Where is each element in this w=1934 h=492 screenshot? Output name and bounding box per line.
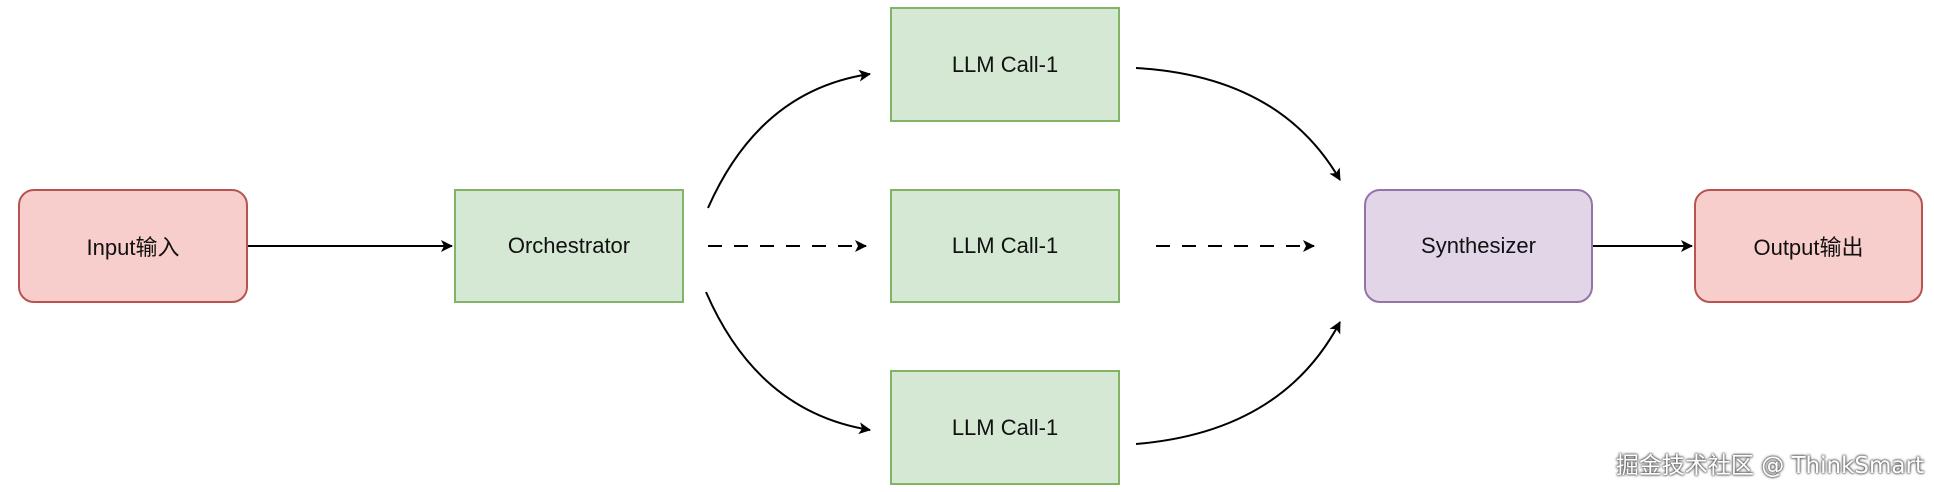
output-node-label: Output输出	[1753, 235, 1864, 260]
synthesizer-node-label: Synthesizer	[1421, 233, 1536, 258]
llm-call-node-top: LLM Call-1	[890, 7, 1120, 122]
orchestrator-node: Orchestrator	[454, 189, 684, 303]
llm-call-node-top-label: LLM Call-1	[951, 51, 1059, 77]
edge-orchestrator-llm-top	[707, 69, 871, 209]
orchestrator-node-label: Orchestrator	[507, 233, 631, 258]
llm-call-node-middle: LLM Call-1	[890, 189, 1120, 303]
edge-llm-top-synthesizer	[1135, 67, 1341, 181]
llm-call-node-bottom-label: LLM Call-1	[951, 414, 1059, 440]
input-node: Input输入	[18, 189, 248, 303]
output-node: Output输出	[1694, 189, 1923, 303]
llm-call-node-middle-label: LLM Call-1	[951, 233, 1059, 258]
edge-orchestrator-llm-bottom	[705, 291, 871, 435]
watermark-text: 掘金技术社区 @ ThinkSmart	[1615, 453, 1924, 479]
input-node-label: Input输入	[86, 235, 180, 260]
llm-call-node-bottom: LLM Call-1	[890, 370, 1120, 485]
edge-llm-bottom-synthesizer	[1135, 321, 1341, 445]
synthesizer-node: Synthesizer	[1364, 189, 1593, 303]
